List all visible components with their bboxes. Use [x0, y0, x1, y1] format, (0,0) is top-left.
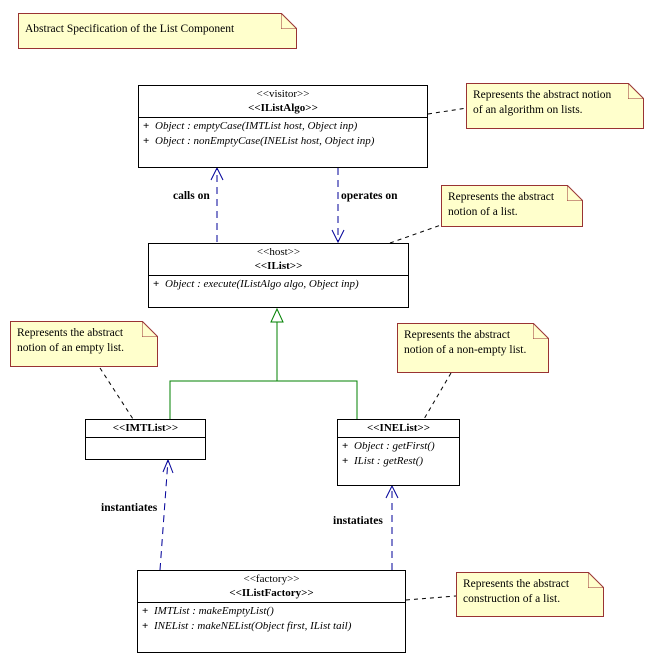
- visibility-public: +: [142, 620, 149, 632]
- operation-signature: Object : getFirst(): [354, 440, 435, 452]
- class-ilist[interactable]: <<host>> <<IList>> + Object : execute(ILi…: [148, 243, 409, 308]
- note-list: Represents the abstract notion of a list…: [441, 185, 583, 227]
- operation-signature: Object : nonEmptyCase(INEList host, Obje…: [155, 135, 375, 147]
- operation-signature: Object : emptyCase(IMTList host, Object …: [155, 120, 358, 132]
- visibility-public: +: [143, 120, 150, 132]
- class-ilistfactory[interactable]: <<factory>> <<IListFactory>> + IMTList : …: [137, 570, 406, 653]
- class-header: <<factory>> <<IListFactory>>: [138, 571, 405, 603]
- operations-compartment: + IMTList : makeEmptyList() + INEList : ma…: [138, 603, 405, 635]
- operations-compartment: + Object : emptyCase(IMTList host, Object…: [139, 118, 427, 150]
- class-name: <<IMTList>>: [112, 422, 179, 434]
- visibility-public: +: [342, 440, 349, 452]
- operation-signature: INEList : makeNEList(Object first, IList…: [154, 620, 352, 632]
- arrowhead-operates-on: [331, 229, 345, 244]
- class-name: <<IListFactory>>: [229, 587, 314, 599]
- operation-signature: Object : execute(IListAlgo algo, Object …: [165, 278, 359, 290]
- note-anchor-nonempty: [423, 372, 452, 420]
- class-header: <<INEList>>: [338, 420, 459, 438]
- class-name: <<IList>>: [254, 260, 303, 272]
- label-instantiates: instantiates: [101, 502, 158, 514]
- operation: + Object : nonEmptyCase(INEList host, Obj…: [143, 134, 423, 149]
- arrowhead-instantiates-imtlist: [162, 458, 174, 474]
- operations-compartment: [86, 438, 205, 462]
- note-line: of an algorithm on lists.: [473, 104, 583, 116]
- operation: + Object : getFirst(): [342, 439, 455, 454]
- note-line: Represents the abstract: [404, 329, 511, 341]
- visibility-public: +: [142, 605, 149, 617]
- note-anchor-empty: [99, 367, 134, 420]
- generalization-triangle: [270, 307, 284, 323]
- stereotype: <<factory>>: [243, 573, 300, 585]
- class-header: <<visitor>> <<IListAlgo>>: [139, 86, 427, 118]
- label-instatiates: instatiates: [333, 515, 383, 527]
- note-fold-icon: [567, 185, 583, 201]
- class-inelist[interactable]: <<INEList>> + Object : getFirst() + IList …: [337, 419, 460, 486]
- note-line: Represents the abstract: [463, 578, 570, 590]
- label-calls-on: calls on: [173, 190, 210, 202]
- operation: + IList : getRest(): [342, 454, 455, 469]
- note-anchor-list: [389, 224, 442, 244]
- operations-compartment: + Object : execute(IListAlgo algo, Object…: [149, 276, 408, 293]
- operation: + INEList : makeNEList(Object first, ILis…: [142, 619, 401, 634]
- dependency-instantiates-imtlist: [159, 459, 169, 571]
- operation: + Object : execute(IListAlgo algo, Object…: [153, 277, 404, 292]
- note-non-empty-list: Represents the abstract notion of a non-…: [397, 323, 549, 373]
- visibility-public: +: [153, 278, 160, 290]
- arrowhead-instantiates-inelist: [385, 484, 399, 499]
- title-note-text: Abstract Specification of the List Compo…: [25, 23, 235, 35]
- note-line: construction of a list.: [463, 593, 561, 605]
- class-name: <<IListAlgo>>: [248, 102, 318, 114]
- stereotype: <<host>>: [256, 246, 301, 258]
- label-operates-on: operates on: [341, 190, 398, 202]
- note-line: notion of a list.: [448, 206, 518, 218]
- note-fold-icon: [628, 83, 644, 99]
- note-anchor-algo: [427, 107, 468, 115]
- stereotype: <<visitor>>: [256, 88, 310, 100]
- visibility-public: +: [342, 455, 349, 467]
- class-header: <<host>> <<IList>>: [149, 244, 408, 276]
- note-fold-icon: [142, 321, 158, 337]
- visibility-public: +: [143, 135, 150, 147]
- note-fold-icon: [281, 13, 297, 29]
- note-construction: Represents the abstract construction of …: [456, 572, 604, 617]
- note-empty-list: Represents the abstract notion of an emp…: [10, 321, 158, 367]
- note-anchor-construction: [405, 595, 457, 601]
- class-header: <<IMTList>>: [86, 420, 205, 438]
- note-fold-icon: [533, 323, 549, 339]
- operations-compartment: + Object : getFirst() + IList : getRest(): [338, 438, 459, 470]
- note-line: Represents the abstract: [448, 191, 555, 203]
- generalization-inelist: [277, 380, 358, 419]
- note-fold-icon: [588, 572, 604, 588]
- note-line: notion of a non-empty list.: [404, 344, 527, 356]
- note-algorithm: Represents the abstract notion of an alg…: [466, 83, 644, 129]
- arrowhead-calls-on: [210, 166, 224, 181]
- operation: + IMTList : makeEmptyList(): [142, 604, 401, 619]
- operation-signature: IList : getRest(): [354, 455, 424, 467]
- note-line: Represents the abstract: [17, 327, 124, 339]
- operation: + Object : emptyCase(IMTList host, Object…: [143, 119, 423, 134]
- note-line: notion of an empty list.: [17, 342, 125, 354]
- class-name: <<INEList>>: [367, 422, 430, 434]
- title-note: Abstract Specification of the List Compo…: [18, 13, 297, 49]
- class-imtlist[interactable]: <<IMTList>>: [85, 419, 206, 460]
- operation-signature: IMTList : makeEmptyList(): [154, 605, 274, 617]
- class-ilistalgo[interactable]: <<visitor>> <<IListAlgo>> + Object : empt…: [138, 85, 428, 168]
- generalization-imtlist: [169, 320, 278, 419]
- note-line: Represents the abstract notion: [473, 89, 612, 101]
